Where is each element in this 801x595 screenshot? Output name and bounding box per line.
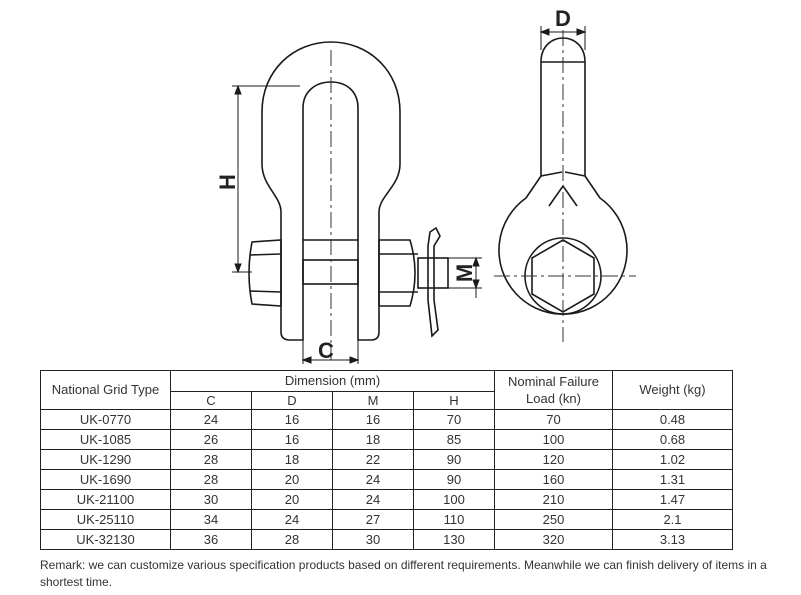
cell-weight: 0.48 bbox=[612, 409, 733, 430]
dimension-m bbox=[448, 256, 482, 298]
cotter-pin bbox=[427, 226, 441, 338]
cell-load: 100 bbox=[494, 429, 613, 450]
cell-load: 70 bbox=[494, 409, 613, 430]
cell-load: 320 bbox=[494, 529, 613, 550]
subheader-h: H bbox=[413, 391, 495, 410]
bolt-thread-end bbox=[417, 257, 449, 289]
cell-d: 18 bbox=[251, 449, 333, 470]
dimension-h-label: H bbox=[215, 174, 240, 190]
specification-table: National Grid Type Dimension (mm) Nomina… bbox=[40, 370, 733, 550]
header-nominal-failure-load: Nominal Failure Load (kn) bbox=[494, 370, 613, 410]
cell-c: 30 bbox=[170, 489, 252, 510]
cell-weight: 1.47 bbox=[612, 489, 733, 510]
cell-d: 16 bbox=[251, 429, 333, 450]
cell-m: 24 bbox=[332, 469, 414, 490]
table-row: UK-1085 26 16 18 85 100 0.68 bbox=[40, 429, 733, 450]
bolt-head-left bbox=[248, 239, 282, 307]
cell-d: 20 bbox=[251, 469, 333, 490]
dimension-d bbox=[539, 26, 587, 50]
cell-d: 24 bbox=[251, 509, 333, 530]
cell-m: 24 bbox=[332, 489, 414, 510]
cell-m: 27 bbox=[332, 509, 414, 530]
table-row: UK-1290 28 18 22 90 120 1.02 bbox=[40, 449, 733, 470]
front-view bbox=[248, 41, 449, 341]
header-load-line2: Load (kn) bbox=[526, 391, 581, 406]
cell-load: 120 bbox=[494, 449, 613, 470]
cell-h: 130 bbox=[413, 529, 495, 550]
header-dimension: Dimension (mm) bbox=[170, 370, 495, 392]
cell-c: 28 bbox=[170, 449, 252, 470]
nut-right bbox=[378, 239, 418, 307]
cell-c: 34 bbox=[170, 509, 252, 530]
cell-type: UK-21100 bbox=[40, 489, 171, 510]
cell-c: 36 bbox=[170, 529, 252, 550]
cell-c: 28 bbox=[170, 469, 252, 490]
cell-type: UK-32130 bbox=[40, 529, 171, 550]
side-view-body bbox=[498, 37, 628, 315]
cell-type: UK-0770 bbox=[40, 409, 171, 430]
table-subheader-row: C D M H bbox=[41, 391, 733, 410]
header-national-grid-type: National Grid Type bbox=[40, 370, 171, 410]
cell-weight: 0.68 bbox=[612, 429, 733, 450]
table-row: UK-0770 24 16 16 70 70 0.48 bbox=[40, 409, 733, 430]
shackle-technical-drawing: H C M D bbox=[215, 6, 636, 364]
dimension-c-label: C bbox=[318, 338, 334, 363]
cell-m: 18 bbox=[332, 429, 414, 450]
cell-type: UK-1690 bbox=[40, 469, 171, 490]
dimension-c bbox=[301, 340, 360, 364]
dimension-m-label: M bbox=[452, 264, 477, 282]
cell-m: 16 bbox=[332, 409, 414, 430]
cell-c: 26 bbox=[170, 429, 252, 450]
cell-c: 24 bbox=[170, 409, 252, 430]
dimension-h bbox=[232, 84, 300, 274]
cell-type: UK-1085 bbox=[40, 429, 171, 450]
header-weight: Weight (kg) bbox=[612, 370, 733, 410]
cell-h: 85 bbox=[413, 429, 495, 450]
table-row: UK-1690 28 20 24 90 160 1.31 bbox=[40, 469, 733, 490]
table-row: UK-21100 30 20 24 100 210 1.47 bbox=[40, 489, 733, 510]
cell-weight: 2.1 bbox=[612, 509, 733, 530]
cell-load: 250 bbox=[494, 509, 613, 530]
cell-h: 90 bbox=[413, 469, 495, 490]
table-row: UK-25110 34 24 27 110 250 2.1 bbox=[40, 509, 733, 530]
cell-weight: 3.13 bbox=[612, 529, 733, 550]
cell-m: 30 bbox=[332, 529, 414, 550]
cell-m: 22 bbox=[332, 449, 414, 470]
cell-weight: 1.31 bbox=[612, 469, 733, 490]
cell-weight: 1.02 bbox=[612, 449, 733, 470]
cell-type: UK-25110 bbox=[40, 509, 171, 530]
cell-h: 100 bbox=[413, 489, 495, 510]
dimension-d-label: D bbox=[555, 6, 571, 31]
remark-text: Remark: we can customize various specifi… bbox=[40, 558, 767, 589]
cell-d: 28 bbox=[251, 529, 333, 550]
cell-d: 20 bbox=[251, 489, 333, 510]
cell-load: 160 bbox=[494, 469, 613, 490]
cell-load: 210 bbox=[494, 489, 613, 510]
subheader-m: M bbox=[332, 391, 414, 410]
cell-d: 16 bbox=[251, 409, 333, 430]
subheader-d: D bbox=[251, 391, 333, 410]
table-row: UK-32130 36 28 30 130 320 3.13 bbox=[40, 529, 733, 550]
shackle-bow-outline bbox=[261, 41, 401, 341]
cell-h: 110 bbox=[413, 509, 495, 530]
cell-h: 90 bbox=[413, 449, 495, 470]
table-header-row: National Grid Type Dimension (mm) Nomina… bbox=[40, 370, 733, 410]
header-load-line1: Nominal Failure bbox=[507, 374, 600, 389]
cell-h: 70 bbox=[413, 409, 495, 430]
subheader-c: C bbox=[170, 391, 252, 410]
cell-type: UK-1290 bbox=[40, 449, 171, 470]
